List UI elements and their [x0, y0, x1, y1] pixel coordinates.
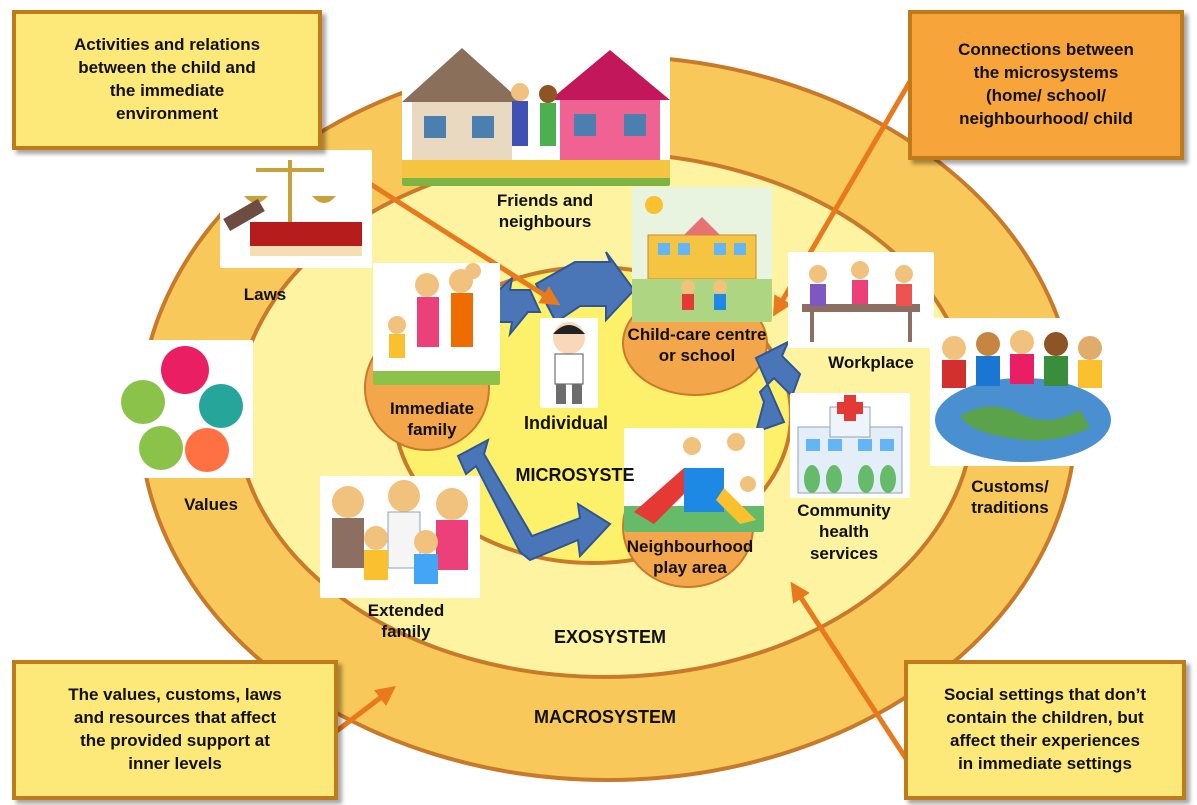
- boy-illustration: [540, 318, 598, 408]
- extended-family-illustration: [320, 476, 480, 598]
- exosystem-label: EXOSYSTEM: [553, 627, 667, 647]
- law-book-gavel-illustration: [220, 150, 372, 268]
- callout-macrosystem: The values, customs, laws and resources …: [12, 660, 338, 800]
- callout-arrow-bottom-right: [790, 581, 923, 782]
- extended-family-label: Extended family: [367, 601, 445, 642]
- houses-illustration: [402, 38, 670, 186]
- customs-traditions-label: Customs/ traditions: [971, 477, 1049, 518]
- workplace-label: Workplace: [828, 353, 914, 372]
- community-health-label: Community health services: [797, 501, 891, 563]
- macrosystem-label: MACROSYSTEM: [533, 707, 676, 727]
- globe-people-illustration: [930, 318, 1116, 466]
- arrow-child-school: [534, 251, 636, 324]
- immediate-family-label: Immediate family: [389, 399, 475, 440]
- play-area-label: Neighbourhood play area: [626, 537, 754, 578]
- school-building-illustration: [632, 187, 772, 322]
- arrow-school-health: [754, 339, 802, 434]
- values-label: Values: [184, 495, 238, 514]
- individual-label: Individual: [523, 413, 608, 433]
- microsystem-label: MICROSYSTE: [515, 465, 635, 485]
- callout-microsystem: Activities and relations between the chi…: [12, 10, 322, 150]
- arrow-family-play: [456, 438, 612, 562]
- arrow-family-child: [486, 275, 542, 338]
- laws-label: Laws: [243, 285, 287, 304]
- friends-neighbours-label: Friends and neighbours: [496, 191, 594, 232]
- family-illustration: [373, 263, 500, 385]
- office-workers-illustration: [788, 252, 934, 348]
- callout-mesosystem: Connections between the microsystems (ho…: [908, 10, 1184, 160]
- school-label: Child-care centre or school: [627, 325, 767, 366]
- hospital-illustration: [790, 393, 910, 498]
- values-icons-illustration: [103, 340, 253, 478]
- playground-slide-illustration: [624, 428, 764, 532]
- callout-exosystem: Social settings that don’t contain the c…: [904, 660, 1186, 800]
